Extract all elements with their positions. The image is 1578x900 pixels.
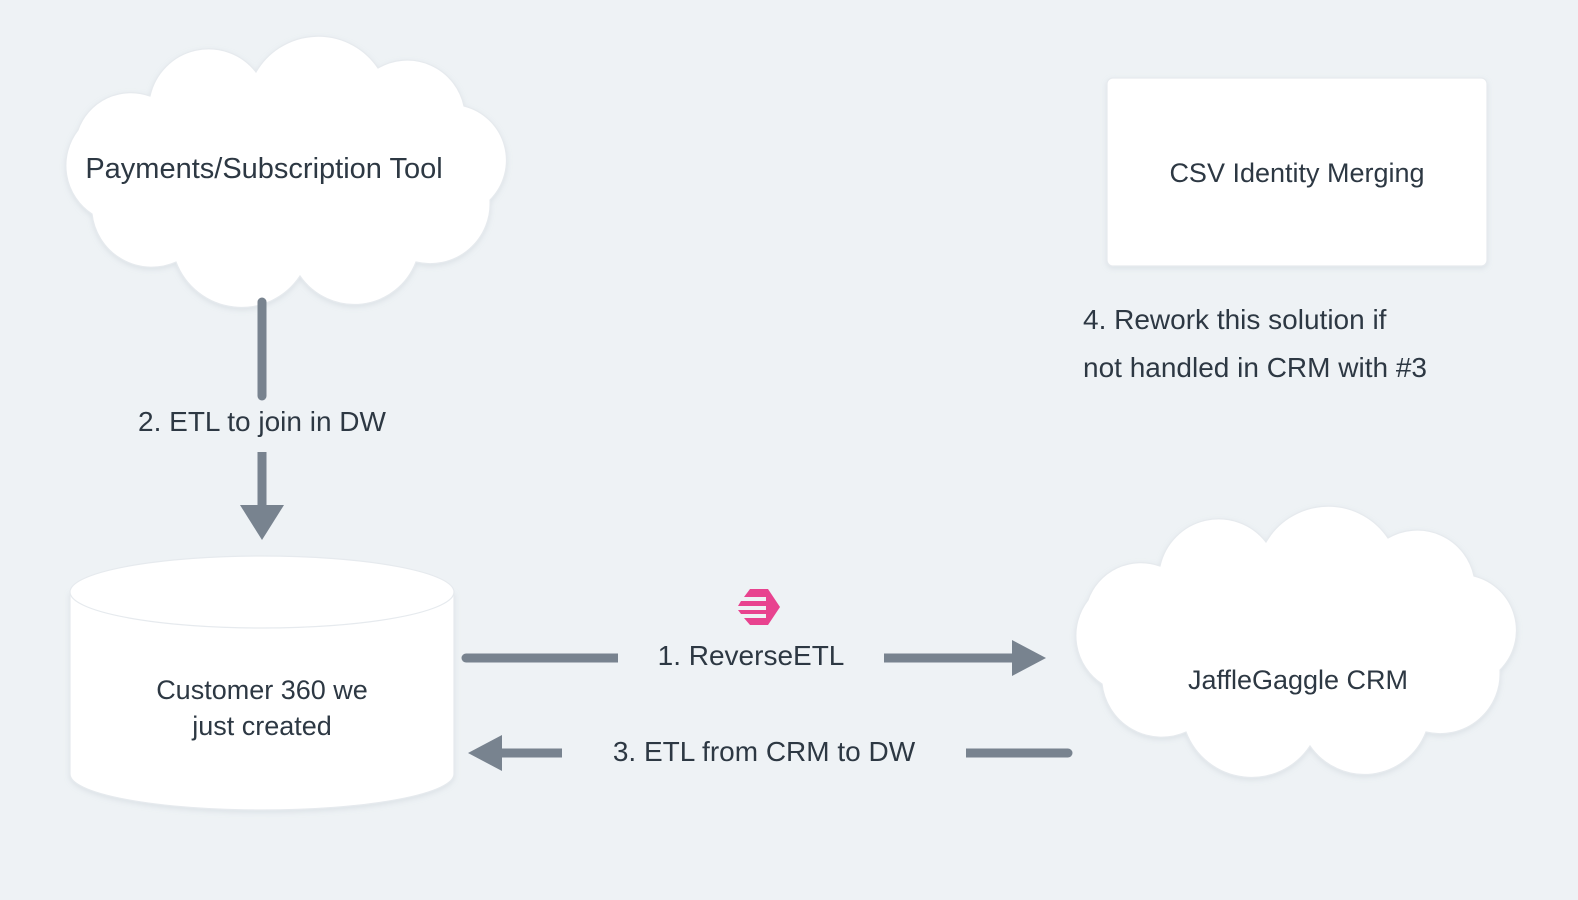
cylinder-top-cap <box>69 555 455 629</box>
node-payments-subscription-tool[interactable] <box>65 35 508 309</box>
edge-3-etl-from-crm-to-dw[interactable] <box>468 735 1073 771</box>
edge-1-reverseetl[interactable] <box>461 640 1046 676</box>
cloud-shape <box>1075 505 1518 779</box>
node-jafflegaggle-crm[interactable] <box>1075 505 1518 779</box>
hightouch-logo-icon <box>738 589 780 625</box>
node-csv-identity-merging[interactable] <box>1106 77 1488 267</box>
edge-3-arrowhead-left <box>468 735 502 771</box>
edge-2-etl-to-join-in-dw[interactable] <box>240 297 284 540</box>
cloud-shape <box>65 35 508 309</box>
rectangle-shape <box>1106 77 1488 267</box>
edge-2-arrowhead-down <box>240 505 284 540</box>
edge-1-arrowhead-right <box>1012 640 1046 676</box>
cylinder-body <box>69 591 455 811</box>
node-customer-360-warehouse[interactable] <box>69 555 455 811</box>
